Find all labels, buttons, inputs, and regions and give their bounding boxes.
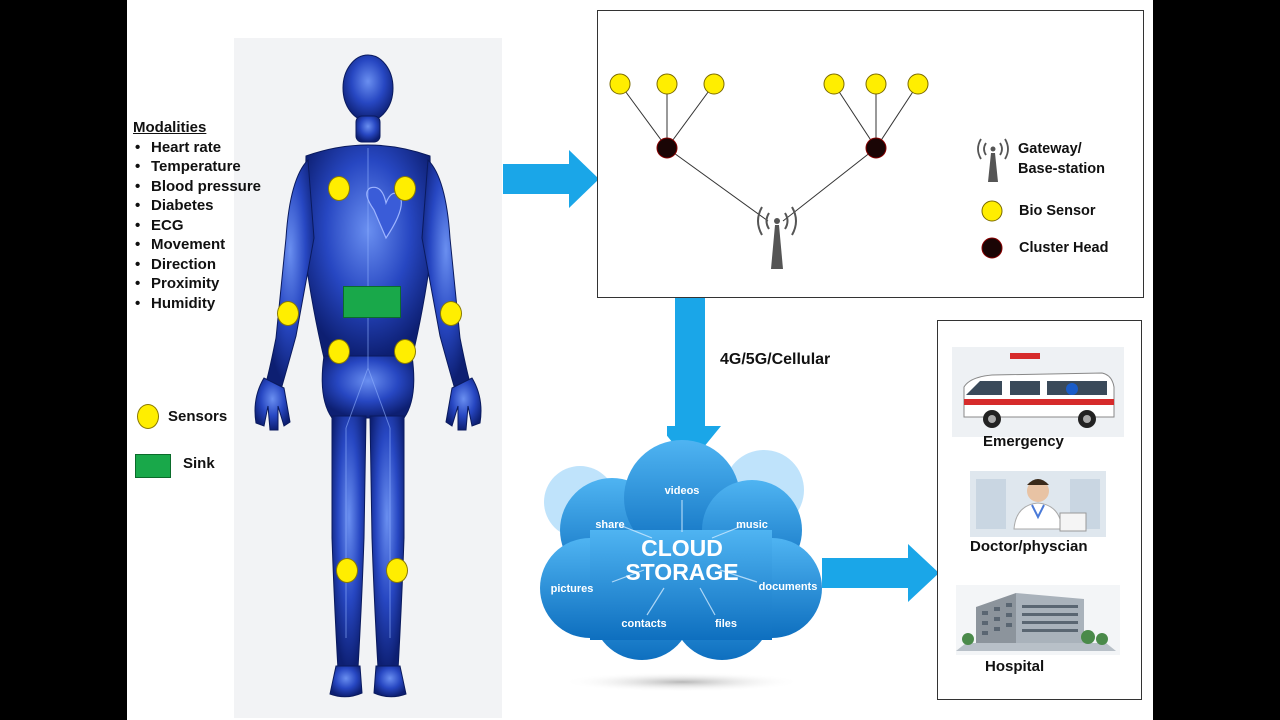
legend-sensor-icon <box>137 404 159 429</box>
bio-sensor-node <box>656 73 678 95</box>
body-sensor-arm-left <box>277 301 299 326</box>
modality-item: ECG <box>133 216 261 236</box>
modality-item: Movement <box>133 235 261 255</box>
legend-gateway-line2: Base-station <box>1018 161 1106 177</box>
body-sensor-knee-left <box>336 558 358 583</box>
legend-cluster-head-label: Cluster Head <box>1019 240 1109 256</box>
body-sink <box>343 286 401 318</box>
modality-item: Diabetes <box>133 196 261 216</box>
modality-item: Proximity <box>133 274 261 294</box>
network-diagram-box: Gateway/ Base-station Bio Sensor Cluster… <box>597 10 1144 298</box>
legend-sensors-label: Sensors <box>168 408 228 425</box>
legend-gateway-label: Gateway/ Base-station <box>1018 139 1105 179</box>
modality-item: Temperature <box>133 157 261 177</box>
modality-item: Direction <box>133 255 261 275</box>
modalities-title: Modalities <box>133 119 207 136</box>
service-doctor-label: Doctor/physcian <box>970 538 1088 555</box>
cloud-word-contacts: contacts <box>621 618 666 630</box>
legend-sink-label: Sink <box>183 455 215 472</box>
legend-bio-sensor-label: Bio Sensor <box>1019 203 1096 219</box>
cloud-word-share: share <box>595 519 624 531</box>
bio-sensor-node <box>865 73 887 95</box>
cloud-word-documents: documents <box>759 581 818 593</box>
modalities-list: Modalities Heart rate Temperature Blood … <box>133 118 261 313</box>
service-hospital-label: Hospital <box>985 658 1045 675</box>
legend-sink-icon <box>135 454 171 478</box>
arrow-body-to-network <box>503 150 599 208</box>
cloud-word-pictures: pictures <box>551 583 594 595</box>
cloud-storage-illustration: CLOUD STORAGE videos share music picture… <box>540 440 822 692</box>
cloud-word-music: music <box>736 519 768 531</box>
modality-item: Heart rate <box>133 138 261 158</box>
cluster-head-node <box>865 137 887 159</box>
human-body-illustration <box>234 38 502 718</box>
hospital-icon <box>956 585 1120 655</box>
body-sensor-hip-left <box>328 339 350 364</box>
cloud-title-line1: CLOUD <box>641 535 723 561</box>
bio-sensor-node <box>907 73 929 95</box>
human-body-figure <box>254 54 482 698</box>
body-sensor-knee-right <box>386 558 408 583</box>
legend-gateway-line1: Gateway/ <box>1018 141 1082 157</box>
body-sensor-arm-right <box>440 301 462 326</box>
cloud-word-files: files <box>715 618 737 630</box>
body-sensor-chest-left <box>328 176 350 201</box>
modality-item: Blood pressure <box>133 177 261 197</box>
ambulance-icon <box>952 347 1124 437</box>
arrow-network-to-cloud <box>667 298 721 464</box>
legend-cluster-head-icon <box>981 237 1003 259</box>
doctor-icon <box>970 471 1106 537</box>
network-topology <box>609 73 1009 269</box>
service-emergency-label: Emergency <box>983 433 1064 450</box>
arrow-cloud-to-services <box>822 544 939 602</box>
gateway-tower-icon <box>757 206 797 269</box>
legend-gateway-icon <box>977 138 1009 182</box>
bio-sensor-node <box>609 73 631 95</box>
body-sensor-chest-right <box>394 176 416 201</box>
slide: Modalities Heart rate Temperature Blood … <box>127 0 1153 720</box>
bio-sensor-node <box>703 73 725 95</box>
body-sensor-hip-right <box>394 339 416 364</box>
services-box: Emergency Doctor/physcian <box>937 320 1142 700</box>
modality-item: Humidity <box>133 294 261 314</box>
cloud-word-videos: videos <box>665 485 700 497</box>
legend-bio-sensor-icon <box>981 200 1003 222</box>
cluster-head-node <box>656 137 678 159</box>
cellular-label: 4G/5G/Cellular <box>720 351 831 368</box>
cloud-title-line2: STORAGE <box>625 559 738 585</box>
bio-sensor-node <box>823 73 845 95</box>
